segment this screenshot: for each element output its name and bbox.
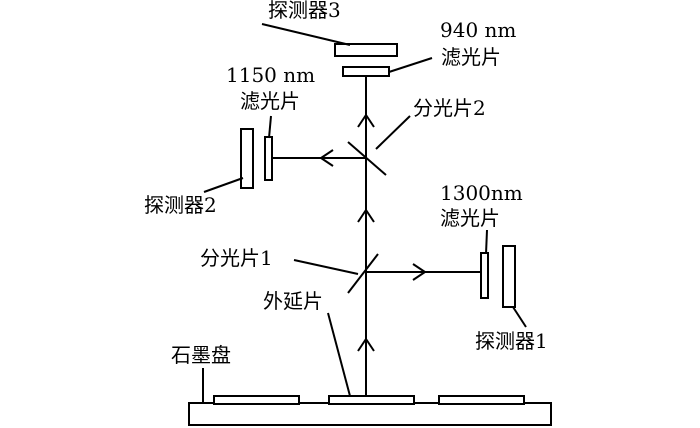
label-detector1: 探测器1 (475, 329, 548, 353)
wafer-center (328, 395, 415, 405)
wafer-left (213, 395, 300, 405)
leader-epiwafer (327, 312, 351, 397)
leader-filter940 (388, 57, 433, 73)
label-filter1150-line2: 滤光片 (240, 89, 300, 113)
leader-beamsplitter2 (375, 115, 411, 150)
leader-detector3 (261, 23, 351, 46)
label-beamsplitter1: 分光片1 (200, 246, 273, 270)
beam-arrow-left (319, 149, 334, 167)
beam-arrow-up-3 (357, 113, 375, 128)
leader-filter1300 (485, 229, 488, 255)
leader-detector1 (512, 306, 527, 328)
leader-beamsplitter1 (293, 259, 359, 275)
beamsplitter-1 (347, 253, 379, 294)
filter-1150nm (264, 136, 273, 181)
label-filter940-line1: 940 nm (440, 18, 516, 42)
detector-2 (240, 128, 254, 189)
wafer-right (438, 395, 525, 405)
beam-arrow-right (412, 263, 427, 281)
label-filter1150-line1: 1150 nm (226, 63, 315, 87)
label-filter940-line2: 滤光片 (441, 45, 501, 69)
leader-detector2 (203, 177, 244, 193)
beam-arrow-up-1 (357, 337, 375, 352)
label-epiwafer: 外延片 (263, 289, 323, 313)
label-graphite-disk: 石墨盘 (171, 343, 231, 367)
label-filter1300-line2: 滤光片 (440, 206, 500, 230)
filter-1300nm (480, 252, 489, 299)
beam-arrow-up-2 (357, 208, 375, 223)
detector-1 (502, 245, 516, 308)
label-filter1300-line1: 1300nm (440, 181, 523, 205)
filter-940nm (342, 66, 390, 77)
graphite-disk (188, 402, 552, 426)
leader-filter1150 (268, 115, 272, 139)
label-detector2: 探测器2 (144, 193, 217, 217)
label-detector3: 探测器3 (268, 0, 341, 22)
beamsplitter-2 (347, 141, 387, 176)
label-beamsplitter2: 分光片2 (413, 96, 486, 120)
detector-3 (334, 43, 398, 57)
